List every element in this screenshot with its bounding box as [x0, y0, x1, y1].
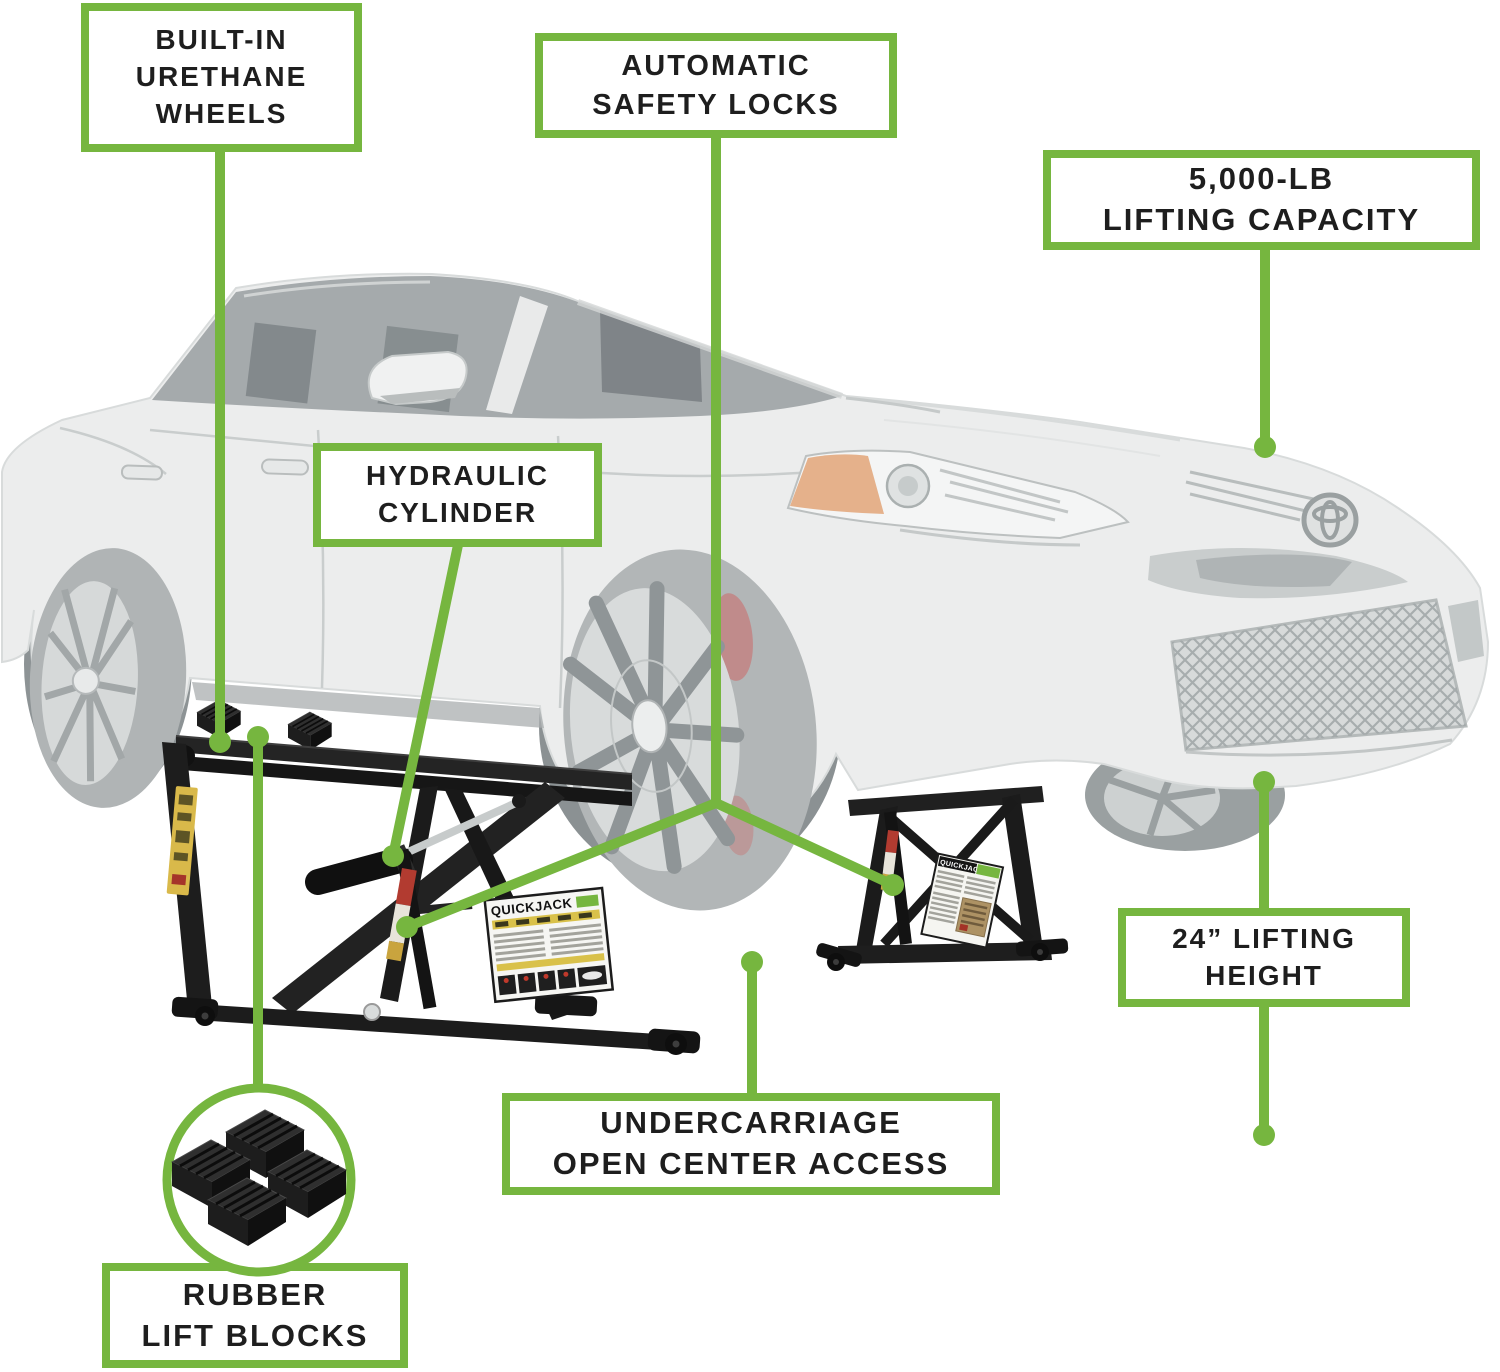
warning-placard-far: QUICKJACK [920, 852, 1005, 949]
turn-signal [790, 454, 884, 514]
scissor-leg-rear [272, 782, 565, 1014]
rubber-blocks-detail-circle [162, 1083, 356, 1277]
connector-safety-locks [396, 136, 904, 938]
callout-text: BUILT-IN [155, 24, 288, 56]
greenhouse-glass [152, 276, 844, 419]
callout-rubber-lift-blocks: RUBBER LIFT BLOCKS [102, 1263, 408, 1368]
foot-pad [534, 993, 598, 1017]
pointer-dot [247, 726, 269, 748]
pointer-dot [1254, 436, 1276, 458]
connector-undercarriage [741, 951, 763, 1097]
callout-text: 5,000-LB [1188, 161, 1335, 197]
callout-text: HEIGHT [1205, 959, 1323, 991]
callout-automatic-safety-locks: AUTOMATIC SAFETY LOCKS [535, 33, 897, 138]
bottom-rail-far [838, 942, 1052, 964]
annotations [209, 136, 1276, 1146]
callout-text: HYDRAULIC [366, 460, 549, 492]
post-warning-sticker [166, 786, 198, 896]
callout-text: LIFT BLOCKS [141, 1317, 369, 1353]
headlight [786, 449, 1130, 547]
connector-rubber-blocks [247, 726, 269, 1112]
door-handle [120, 464, 163, 481]
pointer-dot [1253, 1124, 1275, 1146]
callout-text: WHEELS [155, 97, 288, 129]
callout-undercarriage-access: UNDERCARRIAGE OPEN CENTER ACCESS [502, 1093, 1000, 1195]
warning-placard-near: QUICKJACK [483, 886, 615, 1004]
rear-wheel [29, 548, 187, 808]
callout-text: RUBBER [182, 1276, 328, 1312]
door-handle [261, 458, 309, 476]
pointer-dot [209, 731, 231, 753]
callout-text: UNDERCARRIAGE [600, 1105, 902, 1141]
side-mirror [367, 350, 468, 406]
lift-frame-far: QUICKJACK [816, 786, 1069, 971]
top-rail [176, 736, 632, 790]
callout-text: URETHANE [135, 61, 308, 93]
callout-lifting-height: 24” LIFTING HEIGHT [1118, 908, 1410, 1007]
connector-hydraulic-cylinder [382, 540, 463, 867]
connector-lifting-capacity [1254, 248, 1276, 458]
pointer-dot [396, 916, 418, 938]
toyota-emblem [1301, 492, 1359, 548]
callout-text: 24” LIFTING [1172, 922, 1356, 954]
callout-text: OPEN CENTER ACCESS [552, 1146, 950, 1181]
rubber-block-on-rail [287, 711, 333, 751]
callout-text: CYLINDER [377, 497, 538, 528]
callout-built-in-urethane-wheels: BUILT-IN URETHANE WHEELS [81, 3, 362, 152]
connector-lifting-height [1253, 771, 1275, 1146]
frame-roller [363, 1003, 381, 1021]
callout-text: SAFETY LOCKS [592, 88, 840, 121]
piston-rod [393, 798, 520, 862]
connector-urethane-wheels [209, 150, 231, 753]
callout-text: AUTOMATIC [621, 50, 811, 83]
pointer-dot [382, 845, 404, 867]
pointer-dot [741, 951, 763, 973]
callout-lifting-capacity: 5,000-LB LIFTING CAPACITY [1043, 150, 1480, 250]
bottom-rail [196, 1004, 688, 1052]
front-fascia [1148, 470, 1484, 757]
rocker-shadow [192, 682, 544, 728]
callout-hydraulic-cylinder: HYDRAULIC CYLINDER [313, 443, 602, 547]
pointer-dot [882, 874, 904, 896]
pointer-dot [1253, 771, 1275, 793]
callout-text: LIFTING CAPACITY [1102, 202, 1421, 237]
hood-creases [845, 396, 1181, 457]
